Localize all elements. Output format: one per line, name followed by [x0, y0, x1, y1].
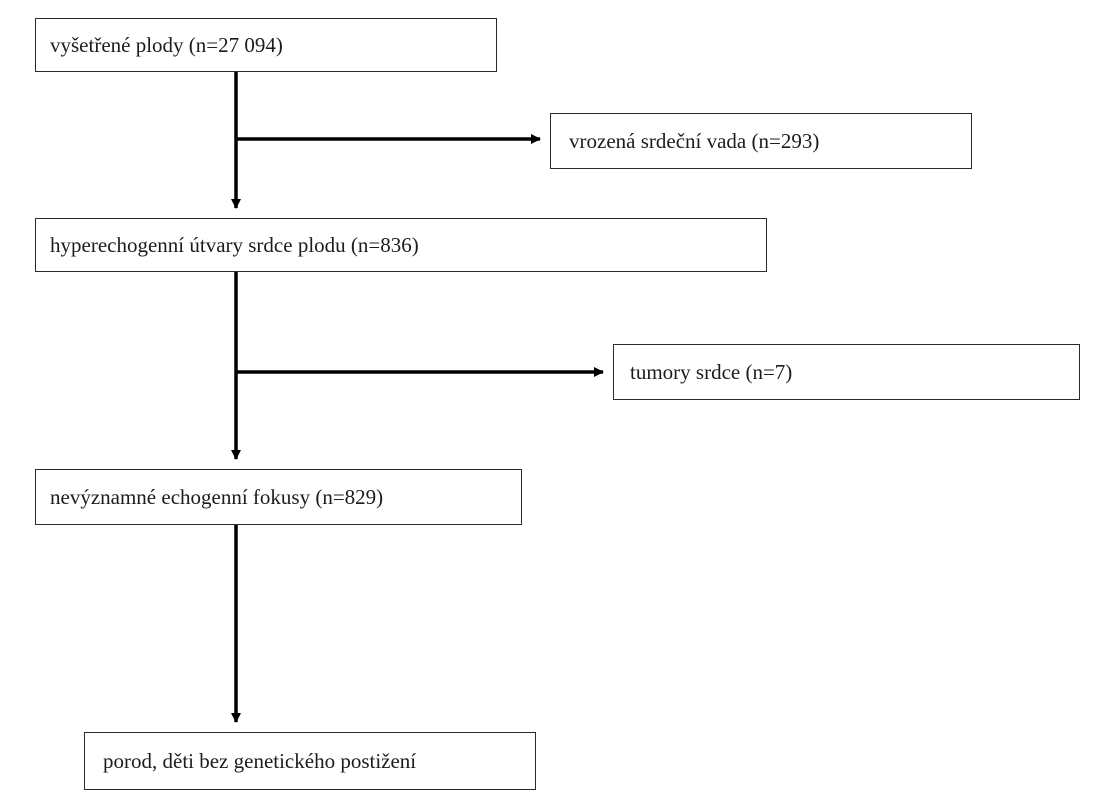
- node-label: hyperechogenní útvary srdce plodu (n=836…: [50, 232, 419, 257]
- node-insignificant-echogenic-foci: nevýznamné echogenní fokusy (n=829): [35, 469, 522, 525]
- node-label: tumory srdce (n=7): [630, 359, 793, 384]
- node-screened-fetuses: vyšetřené plody (n=27 094): [35, 18, 497, 72]
- node-congenital-heart-defect: vrozená srdeční vada (n=293): [550, 113, 972, 169]
- node-label: vyšetřené plody (n=27 094): [50, 32, 283, 57]
- node-birth-outcome: porod, děti bez genetického postižení: [84, 732, 536, 790]
- node-cardiac-tumors: tumory srdce (n=7): [613, 344, 1080, 400]
- node-label: nevýznamné echogenní fokusy (n=829): [50, 484, 384, 509]
- node-label: porod, děti bez genetického postižení: [103, 748, 417, 773]
- node-label: vrozená srdeční vada (n=293): [569, 128, 820, 153]
- node-hyperechogenic-structures: hyperechogenní útvary srdce plodu (n=836…: [35, 218, 767, 272]
